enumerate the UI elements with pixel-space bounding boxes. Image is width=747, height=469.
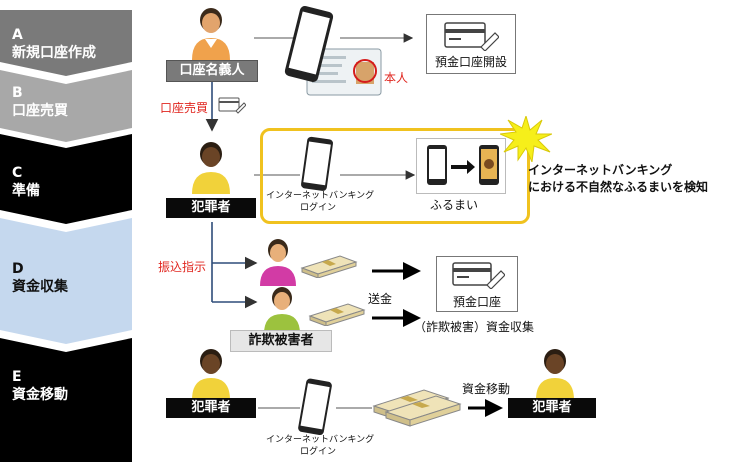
detect-caption-line2: における不自然なふるまいを検知: [528, 180, 709, 194]
smartphone-icon: [284, 6, 334, 82]
stage-d-text: 資金収集: [12, 279, 68, 295]
stage-d-letter: D: [12, 261, 24, 277]
fraud-collection-label: （詐欺被害）資金収集: [414, 320, 535, 334]
ib-login-e: インターネットバンキング ログイン: [266, 434, 375, 458]
ib-login-c-line2: ログイン: [299, 203, 336, 213]
stage-c-text: 準備: [12, 183, 40, 199]
fraud-victim-bar: 詐欺被害者: [230, 330, 332, 352]
stage-chevrons: [0, 10, 132, 462]
stage-a-label: A 新規口座作成: [12, 26, 96, 62]
behavior-label: ふるまい: [430, 198, 479, 212]
criminal-bar-e1: 犯罪者: [166, 398, 256, 418]
stage-c-label: C 準備: [12, 164, 40, 200]
cash-bundle-icon: [372, 389, 462, 427]
stage-c-chevron: [0, 134, 132, 224]
behavior-graphic: [427, 145, 499, 185]
stage-d-label: D 資金収集: [12, 260, 68, 296]
person-icon: [192, 8, 230, 60]
stage-b-letter: B: [12, 85, 23, 101]
detect-caption-line1: インターネットバンキング: [528, 163, 673, 177]
ib-login-e-line2: ログイン: [299, 447, 336, 457]
person-icon: [264, 287, 300, 334]
detect-caption: インターネットバンキング における不自然なふるまいを検知: [528, 162, 708, 196]
stage-e-letter: E: [12, 369, 22, 385]
card-icon: [444, 22, 499, 51]
fund-movement-label: 資金移動: [462, 382, 511, 396]
account-holder-bar: 口座名義人: [166, 60, 258, 82]
ib-login-c-line1: インターネットバンキング: [266, 191, 375, 201]
stage-e-chevron: [0, 338, 132, 462]
smartphone-icon: [301, 136, 333, 191]
stage-b-chevron: [0, 70, 132, 142]
criminal-bar-c: 犯罪者: [166, 198, 256, 218]
deposit-open-label: 預金口座開設: [434, 55, 507, 69]
honnin-label: 本人: [384, 71, 409, 85]
detection-frame: [260, 128, 530, 224]
person-icon: [192, 349, 230, 400]
card-icon: [218, 97, 246, 114]
deposit-account-label: 預金口座: [452, 295, 501, 309]
stage-a-text: 新規口座作成: [12, 45, 96, 61]
person-icon: [536, 349, 574, 400]
stage-b-text: 口座売買: [12, 103, 68, 119]
stage-c-letter: C: [12, 165, 23, 181]
stage-d-chevron: [0, 218, 132, 344]
explosion-icon: [500, 116, 552, 162]
cash-bundle-icon: [300, 255, 358, 278]
ib-login-c: インターネットバンキング ログイン: [266, 190, 375, 214]
sokin-label: 送金: [368, 292, 393, 306]
criminal-bar-e2: 犯罪者: [508, 398, 596, 418]
deposit-open-box: 預金口座開設: [426, 14, 516, 74]
person-icon: [260, 239, 296, 286]
stage-e-label: E 資金移動: [12, 368, 68, 404]
stage-e-text: 資金移動: [12, 387, 68, 403]
ib-login-e-line1: インターネットバンキング: [266, 435, 375, 445]
person-icon: [192, 142, 230, 194]
smartphone-icon: [298, 378, 332, 436]
behavior-box: [416, 138, 506, 194]
card-icon: [452, 262, 505, 289]
deposit-account-box: 預金口座: [436, 256, 518, 312]
cash-bundle-icon: [308, 303, 366, 326]
account-sale-label: 口座売買: [160, 101, 209, 115]
stage-a-letter: A: [12, 27, 23, 43]
id-card-icon: [306, 48, 382, 96]
transfer-instruction-label: 振込指示: [158, 260, 207, 274]
stage-b-label: B 口座売買: [12, 84, 68, 120]
stage-a-chevron: [0, 10, 132, 76]
